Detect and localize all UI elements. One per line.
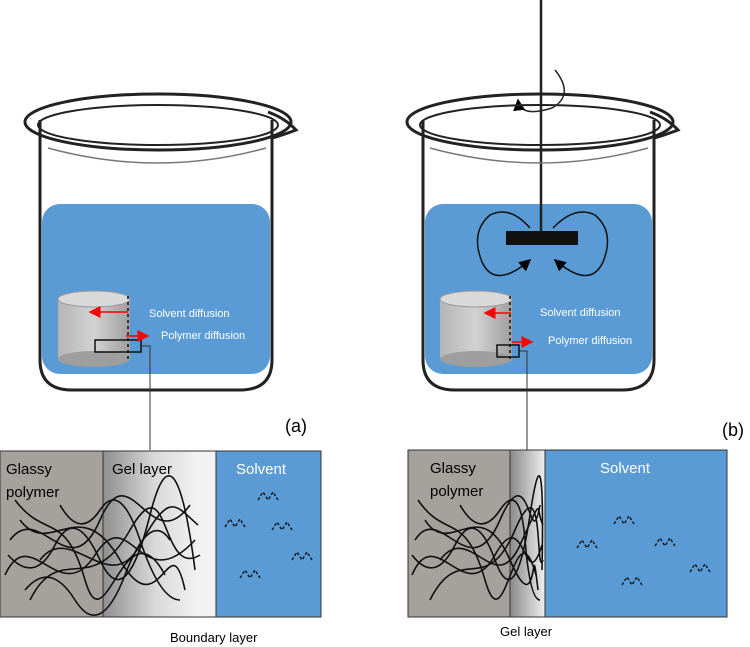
beaker-rim-a — [23, 92, 293, 152]
panel-tag-a: (a) — [285, 416, 307, 436]
solvent-diffusion-label-a: Solvent diffusion — [149, 308, 230, 320]
flow-loops — [476, 211, 609, 277]
glassy-label-b-1: Glassy — [430, 460, 476, 477]
solvent-chains-b — [576, 514, 711, 587]
impeller-blade — [506, 231, 578, 245]
polymer-diffusion-label-a: Polymer diffusion — [161, 330, 245, 342]
rotation-arrow — [513, 69, 565, 113]
solvent-label-b: Solvent — [600, 460, 651, 477]
gel-label-a: Gel layer — [112, 461, 172, 478]
polymer-chains-b — [411, 475, 544, 601]
polymer-cylinder-a — [57, 290, 131, 367]
caption-b: Gel layer — [500, 624, 553, 639]
solvent-chains-a — [224, 490, 313, 580]
caption-a: Boundary layer — [170, 630, 258, 645]
panel-b: Solvent diffusion Polymer diffusion (b) — [405, 0, 744, 639]
panel-tag-b: (b) — [722, 420, 744, 440]
glassy-label-b-2: polymer — [430, 483, 483, 500]
solvent-label-a: Solvent — [236, 461, 287, 478]
glassy-label-a-1: Glassy — [6, 461, 52, 478]
zoom-panel-b: Glassy polymer Solvent — [407, 449, 728, 618]
polymer-diffusion-label-b: Polymer diffusion — [548, 335, 632, 347]
zoom-panel-a: Glassy polymer Gel layer Solvent — [0, 450, 322, 618]
zoom-connector-a — [141, 345, 151, 450]
glassy-label-a-2: polymer — [6, 484, 59, 501]
solvent-diffusion-label-b: Solvent diffusion — [540, 307, 621, 319]
panel-a: Solvent diffusion Polymer diffusion (a) — [0, 92, 322, 645]
beaker-rim-b — [405, 92, 675, 152]
polymer-cylinder-b — [439, 290, 513, 367]
zoom-connector-b — [519, 350, 528, 450]
polymer-chains-a — [4, 474, 201, 616]
